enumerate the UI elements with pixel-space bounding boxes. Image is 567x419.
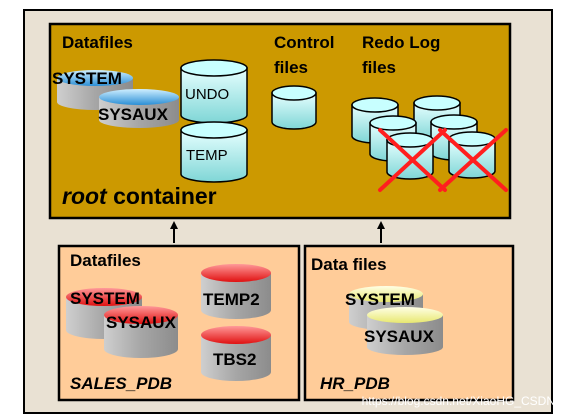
- temp2-disk-icon: [201, 264, 271, 319]
- root-sysaux-label: SYSAUX: [98, 105, 169, 124]
- root-system-label: SYSTEM: [52, 69, 122, 88]
- root-container-title: root container: [62, 183, 217, 209]
- control-files-label-1: Control: [274, 33, 334, 52]
- tbs2-label: TBS2: [213, 350, 256, 369]
- root-title-rest: container: [107, 183, 217, 209]
- sales-pdb-name: SALES_PDB: [70, 374, 172, 393]
- tbs2-disk-icon: [201, 326, 271, 381]
- temp-label: TEMP: [186, 147, 228, 164]
- watermark-text: https://blog.csdn.net/XiaoHG_CSDN: [362, 394, 555, 408]
- temp2-label: TEMP2: [203, 290, 260, 309]
- arrow-up-icon: [377, 221, 385, 243]
- control-files-label-2: files: [274, 58, 308, 77]
- undo-label: UNDO: [185, 86, 229, 103]
- hr-datafiles-label: Data files: [311, 255, 387, 274]
- control-file-cylinder-icon: [271, 85, 317, 130]
- sales-system-label: SYSTEM: [70, 289, 140, 308]
- sales-sysaux-label: SYSAUX: [106, 313, 177, 332]
- root-datafiles-label: Datafiles: [62, 33, 133, 52]
- hr-sysaux-label: SYSAUX: [364, 327, 435, 346]
- arrow-up-icon: [170, 221, 178, 243]
- sales-datafiles-label: Datafiles: [70, 251, 141, 270]
- cross-out-icon: [378, 128, 447, 192]
- root-sysaux-disk-icon: [99, 89, 179, 128]
- cross-out-icon: [438, 128, 508, 192]
- redo-log-label-1: Redo Log: [362, 33, 440, 52]
- redo-log-label-2: files: [362, 58, 396, 77]
- hr-pdb-name: HR_PDB: [320, 374, 390, 393]
- hr-system-label: SYSTEM: [345, 290, 415, 309]
- hr-sysaux-disk-icon: [367, 307, 443, 355]
- sales-sysaux-disk-icon: [104, 306, 178, 358]
- root-title-italic: root: [62, 183, 108, 209]
- temp-cylinder-icon: [180, 121, 248, 183]
